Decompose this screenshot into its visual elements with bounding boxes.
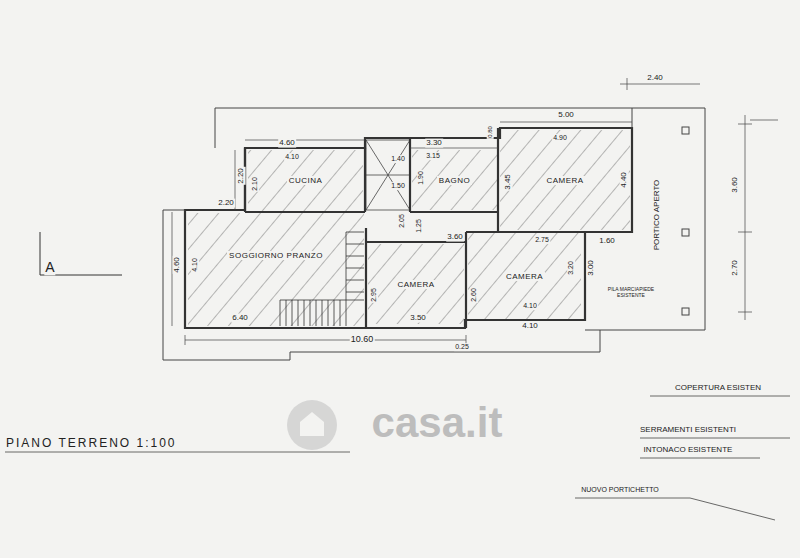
dimension-label: 4.10 xyxy=(284,153,300,161)
note-text: 0.80 xyxy=(487,125,494,139)
dimension-label: 4.10 xyxy=(522,302,538,310)
note-underlines xyxy=(5,396,790,520)
dimension-label: 3.50 xyxy=(409,314,427,323)
dimension-label: 4.40 xyxy=(620,171,629,189)
dimension-label: 1.40 xyxy=(390,155,406,163)
dimension-label: 6.40 xyxy=(231,314,249,323)
room-name: CAMERA xyxy=(504,272,545,281)
dimension-label: 3.20 xyxy=(567,260,575,276)
dimension-label: 2.95 xyxy=(370,287,378,303)
note-text: PORTICO APERTO xyxy=(653,179,662,252)
dimension-label: 4.90 xyxy=(552,134,568,142)
dimension-label: 2.05 xyxy=(398,213,406,229)
dimension-label: 1.90 xyxy=(417,170,425,186)
dimension-label: 2.10 xyxy=(251,176,259,192)
room-box: CAMERA xyxy=(368,244,464,324)
dimension-label: 3.15 xyxy=(425,152,441,160)
note-text: NUOVO PORTICHETTO xyxy=(580,486,660,494)
dimension-label: 1.60 xyxy=(598,237,616,246)
room-name: CAMERA xyxy=(544,176,585,185)
watermark: casa.it xyxy=(371,400,504,446)
dimension-label: 4.10 xyxy=(191,257,199,273)
note-text: COPERTURA ESISTEN xyxy=(674,384,762,393)
drawing-title: PIANO TERRENO 1:100 xyxy=(6,436,177,450)
dimension-label: 2.40 xyxy=(646,74,664,83)
dimension-label: 4.60 xyxy=(173,256,182,274)
note-text: A xyxy=(44,260,55,275)
dimension-label: 1.50 xyxy=(390,182,406,190)
room-box: CAMERA xyxy=(500,130,630,230)
note-text: SERRAMENTI ESISTENTI xyxy=(639,426,737,435)
note-text: PILA MARCIAPIEDE ESISTENTE xyxy=(599,287,663,298)
note-text: INTONACO ESISTENTE xyxy=(643,446,734,455)
dimension-label: 3.30 xyxy=(425,139,443,148)
dimension-lines xyxy=(172,78,778,345)
room-name: CAMERA xyxy=(395,280,436,289)
dimension-label: 2.20 xyxy=(217,199,235,208)
dimension-label: 3.45 xyxy=(504,173,513,191)
dimension-label: 2.20 xyxy=(237,167,246,185)
dimension-label: 2.70 xyxy=(731,259,740,277)
room-name: BAGNO xyxy=(437,176,472,185)
dimension-label: 3.60 xyxy=(731,176,740,194)
room-name: SOGGIORNO PRANZO xyxy=(227,251,325,260)
watermark-icon xyxy=(287,400,337,450)
dimension-label: 4.10 xyxy=(521,322,539,331)
dimension-label: 4.60 xyxy=(278,139,296,148)
dimension-label: 2.75 xyxy=(534,236,550,244)
terrace-outline xyxy=(163,108,705,360)
walls xyxy=(185,128,632,328)
dimension-label: 3.00 xyxy=(587,259,596,277)
dimension-label: 2.60 xyxy=(470,287,478,303)
section-marker xyxy=(40,232,122,275)
dimension-label: 1.25 xyxy=(415,218,423,234)
dimension-label: 3.60 xyxy=(446,233,464,242)
stair-core xyxy=(366,140,410,210)
dimension-label: 5.00 xyxy=(557,111,575,120)
room-hatching xyxy=(188,130,630,326)
room-box: CUCINA xyxy=(248,150,363,211)
dimension-label: 0.25 xyxy=(454,343,470,351)
room-box: SOGGIORNO PRANZO xyxy=(188,213,364,298)
room-name: CUCINA xyxy=(287,176,325,185)
dimension-label: 10.60 xyxy=(350,335,375,345)
stairs xyxy=(280,232,364,326)
